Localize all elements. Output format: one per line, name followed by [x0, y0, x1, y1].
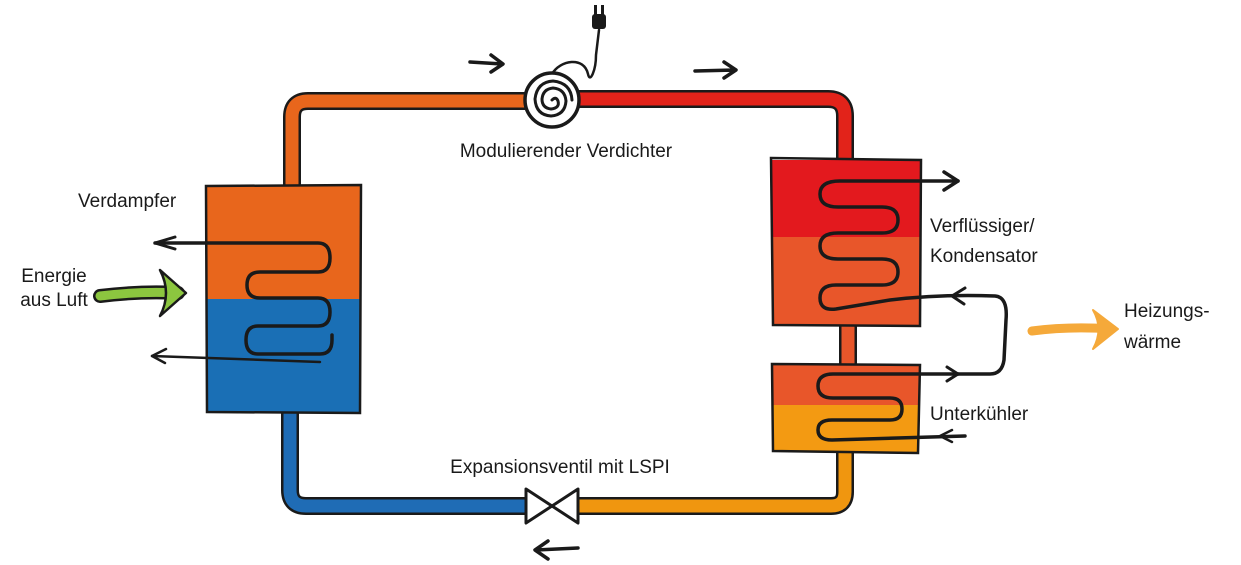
evaporator-outline [204, 183, 363, 415]
condenser-top [772, 160, 920, 237]
refrigerant-pipes [281, 90, 857, 515]
expansion-valve-icon [524, 487, 580, 525]
heat-label-line1: Heizungs- [1124, 301, 1210, 322]
condenser-bottom [772, 237, 920, 325]
evaporator-label: Verdampfer [78, 191, 177, 212]
evaporator-in-arrowhead [153, 235, 177, 251]
evaporator [150, 183, 363, 415]
energy-arrow-icon [93, 268, 188, 318]
energy-label-line2: aus Luft [20, 290, 88, 311]
evaporator-out-arrowhead [150, 347, 168, 365]
subcooler-coil [816, 372, 967, 442]
energy-label-line1: Energie [21, 266, 87, 287]
subcooler-outline [770, 362, 922, 455]
flow-arrow-icon [468, 53, 505, 74]
pipe-bottom-left-fill [283, 405, 534, 513]
flow-arrow-icon [693, 60, 738, 80]
flow-arrows [468, 53, 738, 561]
compressor-label: Modulierender Verdichter [460, 141, 673, 162]
subcooler-label: Unterkühler [930, 404, 1029, 425]
compressor [523, 5, 606, 129]
evaporator-coil [153, 241, 334, 356]
condenser-out-arrowhead [942, 170, 960, 192]
power-cable [550, 28, 601, 79]
heat-label-line2: wärme [1123, 332, 1181, 353]
heat-arrow-icon [1027, 309, 1119, 350]
condenser-return-arrowhead [950, 286, 967, 306]
subcooler-arrowhead [945, 365, 960, 383]
condenser-label-line2: Kondensator [930, 246, 1038, 267]
subcooler [770, 362, 967, 455]
subcooler-bottom [773, 405, 919, 452]
condenser-coil [818, 179, 1009, 376]
pipe-top-left-fill [285, 94, 537, 197]
condenser [769, 156, 1009, 376]
condenser-label-line1: Verflüssiger/ [930, 216, 1035, 237]
flow-arrow-icon [533, 539, 580, 561]
pipe-bottom-right-fill [571, 443, 852, 513]
subcooler-in-arrowhead [938, 428, 954, 444]
plug-icon [592, 5, 606, 29]
pipe-top-right-fill [568, 92, 852, 172]
spiral-compressor-icon [533, 79, 574, 118]
condenser-outline [769, 156, 923, 328]
evaporator-out-line [150, 354, 322, 364]
valve-label: Expansionsventil mit LSPI [450, 457, 670, 478]
